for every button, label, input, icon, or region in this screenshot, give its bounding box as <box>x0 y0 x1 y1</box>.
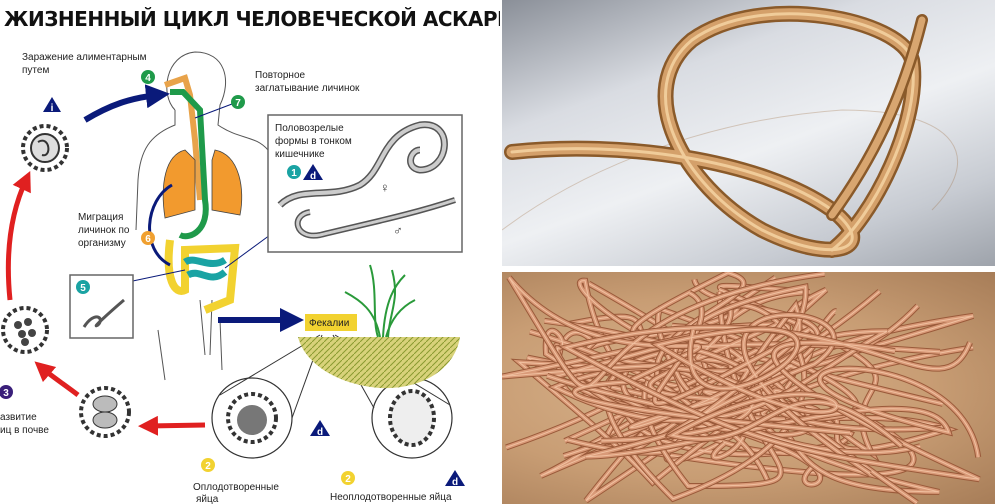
step-badge-1: 1 <box>287 165 301 179</box>
svg-text:7: 7 <box>235 98 241 109</box>
label-mature-2: формы в тонком <box>275 135 352 147</box>
worm-strand <box>632 272 918 504</box>
arrow-soil-2 <box>138 415 206 436</box>
diagnostic-stage-triangle-icon: d <box>310 420 330 438</box>
worm-strand <box>656 329 902 447</box>
pointer-lines <box>127 103 271 283</box>
diagnostic-stage-triangle-icon: d <box>303 164 323 182</box>
label-reswallow: Повторное <box>255 70 306 81</box>
photo-roundworms-cluster <box>502 272 995 504</box>
svg-text:3: 3 <box>3 388 9 399</box>
step-badge-3: 3 <box>0 385 13 399</box>
photo-roundworm-on-glove <box>502 0 995 266</box>
label-migration-2: личинок по <box>78 225 130 236</box>
svg-text:d: d <box>317 427 323 438</box>
step-badge-4: 4 <box>141 70 155 84</box>
infective-stage-triangle-icon: i <box>43 97 61 114</box>
diagnostic-stage-triangle-icon: d <box>445 470 465 488</box>
worm-strand <box>508 273 851 434</box>
label-mature-3: кишечнике <box>275 149 325 160</box>
label-migration-3: организму <box>78 238 126 249</box>
svg-text:d: d <box>310 171 316 182</box>
svg-text:i: i <box>51 103 54 114</box>
feces-label-bg <box>305 314 357 331</box>
svg-text:1: 1 <box>291 168 297 179</box>
svg-text:2: 2 <box>345 474 351 485</box>
worm-strand <box>564 326 980 480</box>
step-badge-6: 6 <box>141 231 155 245</box>
label-soil: азвитие <box>0 412 37 423</box>
arrow-ingestion <box>83 84 170 123</box>
step-badge-5: 5 <box>76 280 90 294</box>
label-migration: Миграция <box>78 212 123 223</box>
egg-fertilized-zoom <box>211 334 323 459</box>
larva-icon <box>82 298 125 328</box>
label-fertilized: Оплодотворенные <box>193 482 279 493</box>
human-body-outline <box>135 51 269 381</box>
svg-text:5: 5 <box>80 283 86 294</box>
grass-icon <box>344 264 416 338</box>
male-symbol: ♂ <box>393 223 403 238</box>
step-badge-7: 7 <box>231 95 245 109</box>
label-infection: Заражение алиментарным <box>22 52 147 63</box>
arrow-migration <box>148 183 173 267</box>
diagram-title: ЖИЗНЕННЫЙ ЦИКЛ ЧЕЛОВЕЧЕСКОЙ АСКАРИДЫ <box>4 7 500 31</box>
female-symbol: ♀ <box>380 180 390 195</box>
lifecycle-diagram: ЖИЗНЕННЫЙ ЦИКЛ ЧЕЛОВЕЧЕСКОЙ АСКАРИДЫ Пол… <box>0 7 500 504</box>
organs <box>162 74 243 314</box>
arrow-cycle-up <box>5 170 31 301</box>
svg-text:2: 2 <box>205 461 211 472</box>
label-feces: Фекалии <box>309 318 349 329</box>
label-infection-2: путем <box>22 65 49 76</box>
svg-text:4: 4 <box>145 73 151 84</box>
soil <box>298 337 460 389</box>
egg-morula <box>1 306 49 354</box>
label-reswallow-2: заглатывание личинок <box>255 83 360 94</box>
label-unfertilized: Неоплодотворенные яйца <box>330 492 452 503</box>
arrow-soil-1 <box>34 361 80 397</box>
label-soil-2: иц в почве <box>0 425 49 436</box>
step-badge-2-fertilized: 2 <box>201 458 215 472</box>
label-fertilized-2: яйца <box>196 494 219 504</box>
label-mature: Половозрелые <box>275 123 344 134</box>
egg-infective <box>21 124 69 172</box>
egg-unfertilized-zoom <box>332 334 453 459</box>
egg-two-cell <box>79 386 131 438</box>
step-badge-2-unfertilized: 2 <box>341 471 355 485</box>
svg-text:6: 6 <box>145 234 151 245</box>
svg-text:d: d <box>452 477 458 488</box>
